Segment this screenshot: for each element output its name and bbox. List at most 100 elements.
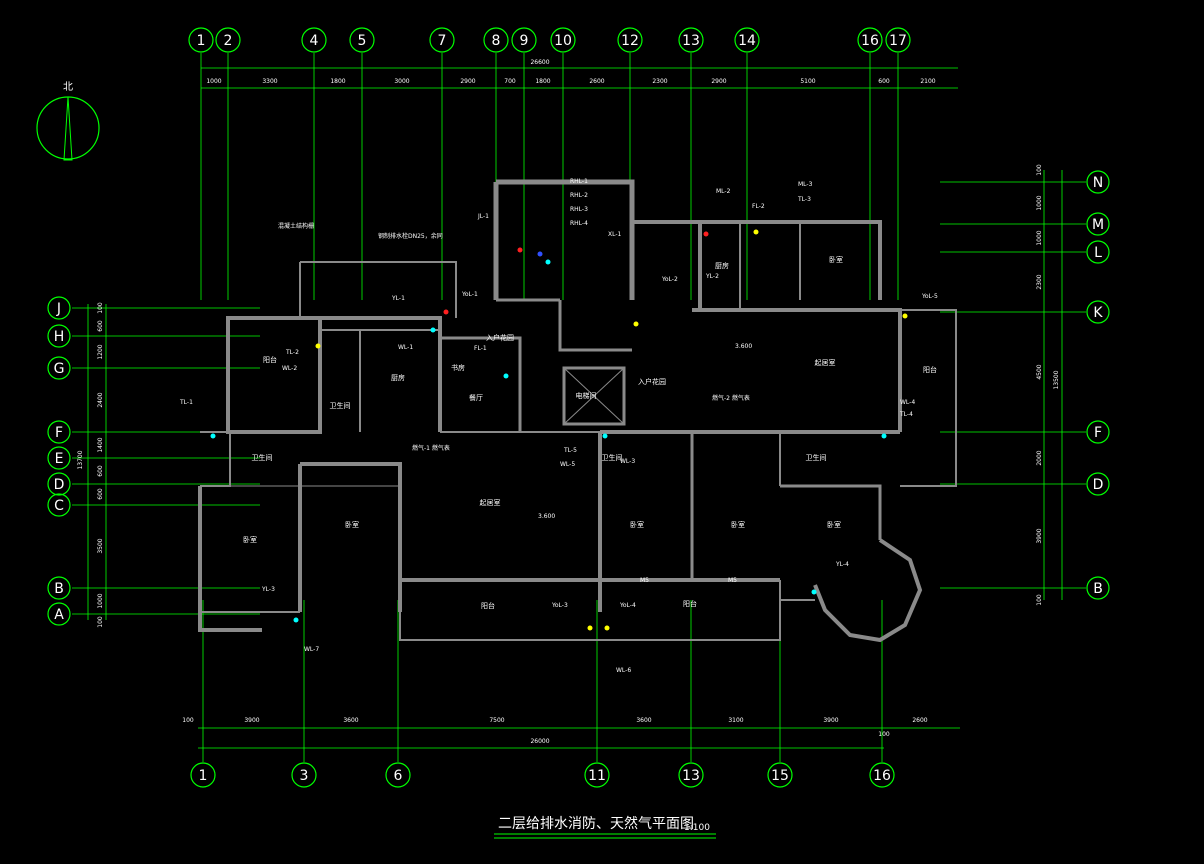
dimension-text: 3500 xyxy=(97,538,104,553)
room-label: 厨房 xyxy=(715,261,729,270)
room-label: 厨房 xyxy=(391,373,405,382)
axis-label-bottom: 16 xyxy=(873,768,891,784)
dimension-text: 1400 xyxy=(97,437,104,452)
dimension-text: 5100 xyxy=(800,78,815,85)
pipe-riser-drain xyxy=(753,229,759,235)
dimension-text: 1000 xyxy=(1036,230,1043,245)
dimension-text: 4500 xyxy=(1036,364,1043,379)
axis-label-top: 7 xyxy=(438,33,447,49)
axis-bubble-right-F: F xyxy=(1086,420,1110,444)
axis-bubble-top-5: 5 xyxy=(349,27,375,53)
axis-bubble-top-7: 7 xyxy=(429,27,455,53)
pipe-label: TL-5 xyxy=(563,447,577,454)
pipe-riser-fire xyxy=(703,231,709,237)
pipe-riser-drain xyxy=(315,343,321,349)
dimension-text: 100 xyxy=(878,731,890,738)
axis-bubble-top-10: 10 xyxy=(550,27,576,53)
dimension-text: 2600 xyxy=(589,78,604,85)
axis-bubble-left-E: E xyxy=(47,446,71,470)
pipe-label: WL-3 xyxy=(620,458,635,465)
pipe-label: TL-1 xyxy=(179,399,193,406)
axis-bubble-right-M: M xyxy=(1086,212,1110,236)
note-drain: 钢制排水栓DN25，余同 xyxy=(378,232,443,240)
dimension-text: 2300 xyxy=(1036,274,1043,289)
dimension-text: 1000 xyxy=(97,593,104,608)
axis-bubble-left-H: H xyxy=(47,324,71,348)
dimension-text: 3900 xyxy=(823,717,838,724)
room-label: 卫生间 xyxy=(330,401,351,410)
dimension-text: 3000 xyxy=(394,78,409,85)
axis-label-bottom: 11 xyxy=(588,768,606,784)
dimension-text: 3100 xyxy=(728,717,743,724)
axis-label-bottom: 1 xyxy=(199,768,208,784)
pipe-riser-water xyxy=(503,373,509,379)
axis-bubble-bottom-13: 13 xyxy=(678,762,704,788)
pipe-label: FL-2 xyxy=(752,203,765,210)
drawing-title-block: 二层给排水消防、天然气平面图 1:100 xyxy=(494,815,716,839)
note-gas-1: 燃气-1 燃气表 xyxy=(412,444,450,452)
note-structure: 混凝土结构栅 xyxy=(278,222,314,230)
north-label: 北 xyxy=(63,81,73,93)
room-label: 卫生间 xyxy=(806,453,827,462)
axis-bubble-left-B: B xyxy=(47,576,71,600)
pipe-label: JL-1 xyxy=(477,213,489,220)
axis-bubble-top-12: 12 xyxy=(617,27,643,53)
dimension-text: 2100 xyxy=(920,78,935,85)
room-label: 阳台 xyxy=(481,601,495,610)
room-label: 卧室 xyxy=(827,520,841,529)
axis-bubble-bottom-11: 11 xyxy=(584,762,610,788)
pipe-riser-water xyxy=(293,617,299,623)
axis-bubble-right-K: K xyxy=(1086,300,1110,324)
axis-label-left: E xyxy=(55,451,64,467)
dimension-text: 13700 xyxy=(77,450,84,469)
axis-label-top: 17 xyxy=(889,33,907,49)
pipe-riser-drain xyxy=(902,313,908,319)
dimension-text: 2900 xyxy=(711,78,726,85)
pipe-label: YL-4 xyxy=(835,561,849,568)
dimension-text: 2400 xyxy=(97,392,104,407)
pipe-riser-drain xyxy=(587,625,593,631)
room-label: 餐厅 xyxy=(469,393,483,402)
axis-label-bottom: 3 xyxy=(300,768,309,784)
dimension-text: 600 xyxy=(878,78,890,85)
grid-lines xyxy=(72,53,1086,762)
room-label: 卫生间 xyxy=(252,453,273,462)
pipe-riser-drain xyxy=(604,625,610,631)
room-label: 卧室 xyxy=(345,520,359,529)
dimension-text: 3600 xyxy=(343,717,358,724)
axis-label-left: B xyxy=(54,581,64,597)
dimension-text: 2600 xyxy=(912,717,927,724)
axis-bubble-bottom-16: 16 xyxy=(869,762,895,788)
dimension-text: 3300 xyxy=(262,78,277,85)
room-label: 书房 xyxy=(451,363,465,372)
elevation-1: 3.600 xyxy=(538,513,555,520)
pipe-label: TL-3 xyxy=(797,196,811,203)
axis-bubble-right-L: L xyxy=(1086,240,1110,264)
room-label: 卧室 xyxy=(731,520,745,529)
dimension-text: 3900 xyxy=(244,717,259,724)
pipe-label: YL-3 xyxy=(261,586,275,593)
pipe-label: YoL-5 xyxy=(921,293,938,300)
pipe-riser-gas xyxy=(537,251,543,257)
dimension-text: 1800 xyxy=(535,78,550,85)
axis-label-top: 4 xyxy=(310,33,319,49)
north-arrow: 北 xyxy=(36,81,100,161)
pipe-riser-water xyxy=(430,327,436,333)
axis-label-top: 14 xyxy=(738,33,756,49)
room-label: 起居室 xyxy=(480,498,501,507)
axis-bubble-top-2: 2 xyxy=(215,27,241,53)
dimension-text: 100 xyxy=(97,616,104,628)
dimension-text: 2900 xyxy=(460,78,475,85)
axis-label-bottom: 13 xyxy=(682,768,700,784)
dimension-text: 1000 xyxy=(1036,195,1043,210)
dimension-text: 600 xyxy=(97,320,104,332)
dimension-text: 26000 xyxy=(530,738,549,745)
pipe-label: ML-2 xyxy=(716,188,731,195)
axis-bubble-right-D: D xyxy=(1086,472,1110,496)
pipe-riser-water xyxy=(881,433,887,439)
walls xyxy=(198,179,957,643)
pipe-riser-water xyxy=(602,433,608,439)
